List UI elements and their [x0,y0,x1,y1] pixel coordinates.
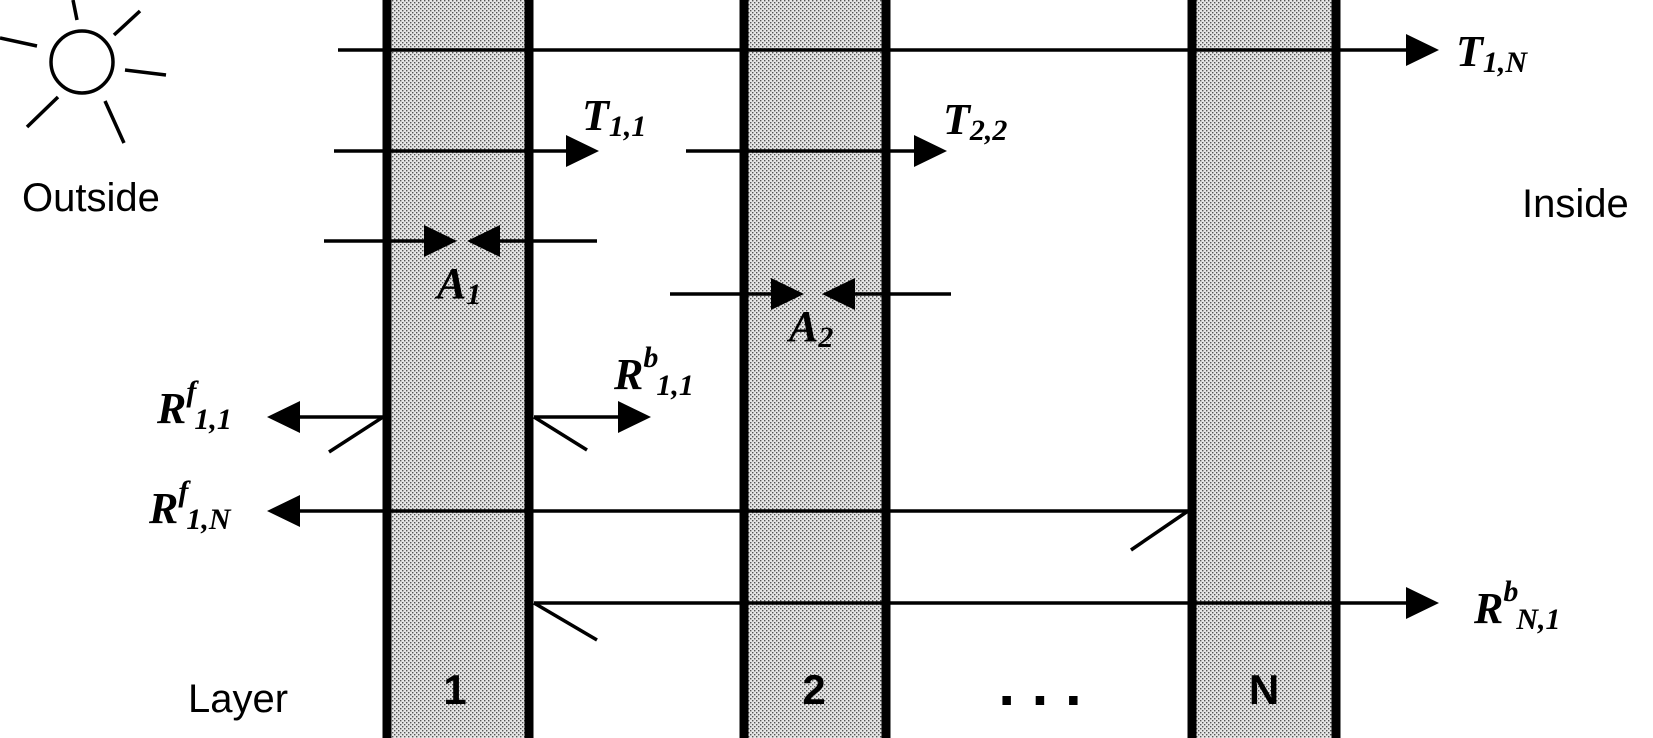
layer-number-2: 2 [802,666,825,713]
ray-t-2-2 [686,135,947,167]
label-t-1-n: T1,N [1456,27,1528,79]
ray-t-1-1 [334,135,599,167]
ray-rf-1-1 [267,401,384,454]
ray-t-1-n [338,34,1439,66]
ray-rb-n-1 [533,587,1439,642]
layer-caption: Layer [188,677,288,721]
label-a-2: A2 [786,302,833,354]
ray-rb-1-1 [533,401,651,452]
label-t-1-1: T1,1 [582,91,646,143]
ray-a-2 [670,278,951,310]
label-t-2-2: T2,2 [943,95,1007,147]
sun-icon [0,0,167,144]
ray-rf-1-n [267,495,1189,552]
layer-number-1: 1 [443,666,466,713]
layer-ellipsis: . . . [998,651,1081,718]
label-a-1: A1 [434,259,481,311]
layer-n [1187,0,1341,738]
layer-2 [739,0,891,738]
layer-number-n: N [1249,666,1279,713]
ray-a-1 [324,225,597,257]
outside-label: Outside [22,176,160,220]
layer-1 [382,0,534,738]
inside-label: Inside [1522,182,1629,226]
